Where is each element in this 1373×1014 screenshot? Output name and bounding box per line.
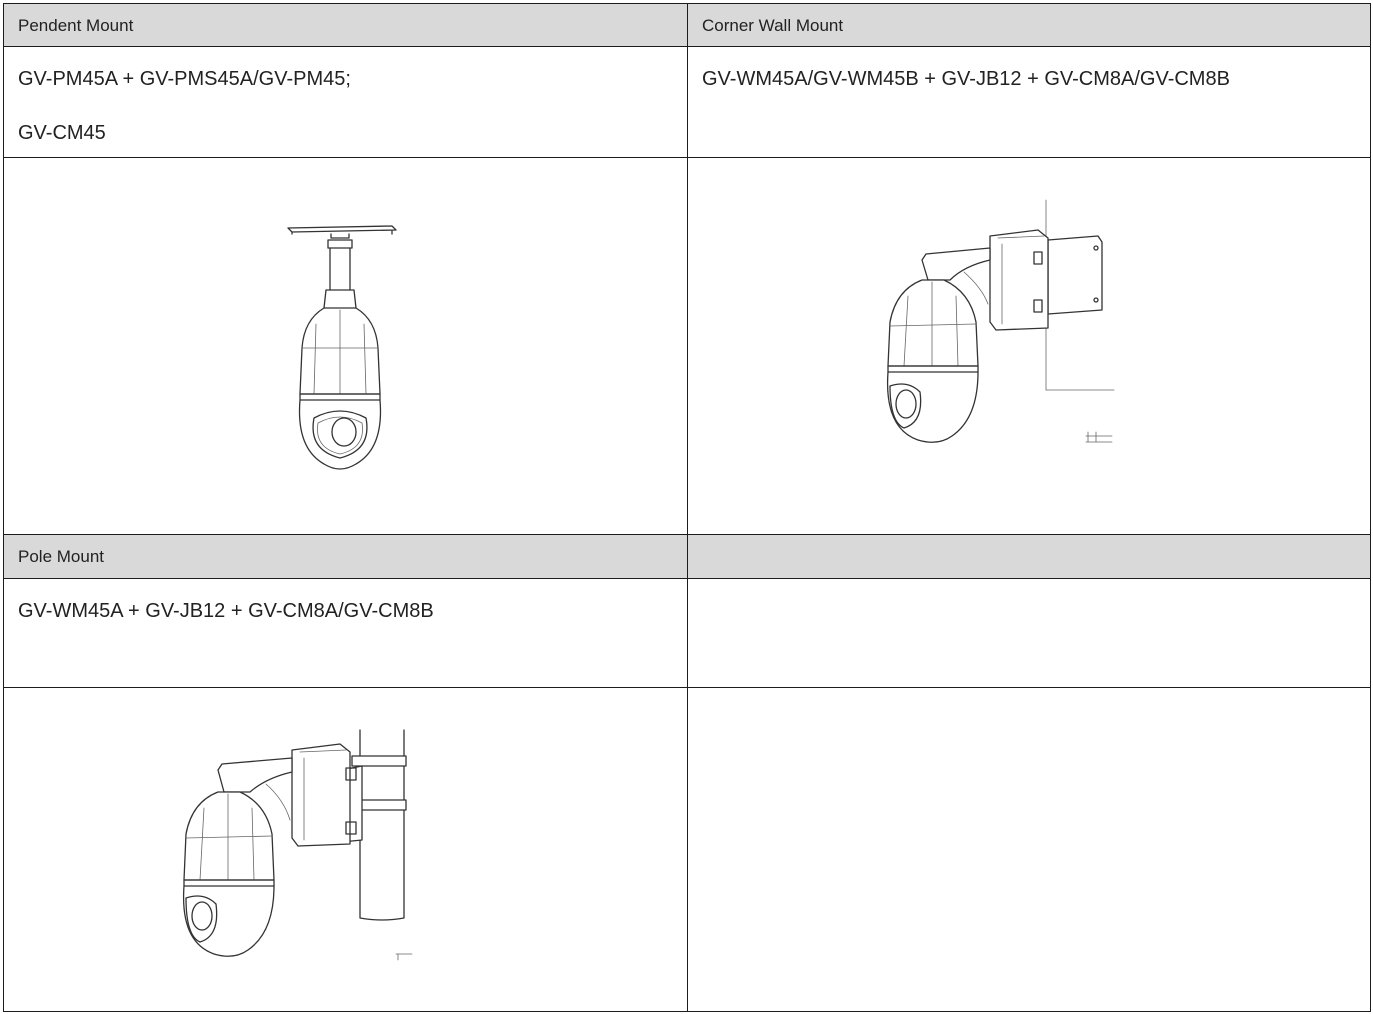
pendent-mount-camera-drawing	[287, 225, 397, 470]
image-cell-pole-mount	[3, 687, 688, 1012]
model-cell-corner-wall-mount: GV-WM45A/GV-WM45B + GV-JB12 + GV-CM8A/GV…	[687, 46, 1371, 158]
model-line	[688, 579, 1370, 599]
model-cell-empty	[687, 578, 1371, 688]
mount-title: Pole Mount	[18, 547, 104, 566]
model-cell-pole-mount: GV-WM45A + GV-JB12 + GV-CM8A/GV-CM8B	[3, 578, 688, 688]
model-line	[688, 599, 1370, 629]
model-cell-pendent-mount: GV-PM45A + GV-PMS45A/GV-PM45; GV-CM45	[3, 46, 688, 158]
mount-title	[688, 535, 1370, 547]
header-cell-pole-mount: Pole Mount	[3, 534, 688, 579]
mount-title: Corner Wall Mount	[702, 16, 844, 35]
corner-wall-mount-camera-drawing	[886, 199, 1115, 443]
header-cell-pendent-mount: Pendent Mount	[3, 3, 688, 47]
model-line: GV-PM45A + GV-PMS45A/GV-PM45;	[18, 68, 351, 90]
model-line	[4, 623, 687, 653]
mount-title: Pendent Mount	[18, 16, 134, 35]
image-cell-empty	[687, 687, 1371, 1012]
mount-options-table: Pendent Mount Corner Wall Mount GV-PM45A…	[3, 3, 1371, 1012]
pole-mount-camera-drawing	[182, 729, 413, 961]
header-cell-corner-wall-mount: Corner Wall Mount	[687, 3, 1371, 47]
model-line: GV-CM45	[18, 122, 106, 144]
image-cell-pendent-mount	[3, 157, 688, 535]
model-line: GV-WM45A + GV-JB12 + GV-CM8A/GV-CM8B	[18, 600, 434, 622]
image-cell-corner-wall-mount	[687, 157, 1371, 535]
model-line	[688, 91, 1370, 121]
model-line: GV-WM45A/GV-WM45B + GV-JB12 + GV-CM8A/GV…	[702, 68, 1230, 90]
header-cell-empty	[687, 534, 1371, 579]
